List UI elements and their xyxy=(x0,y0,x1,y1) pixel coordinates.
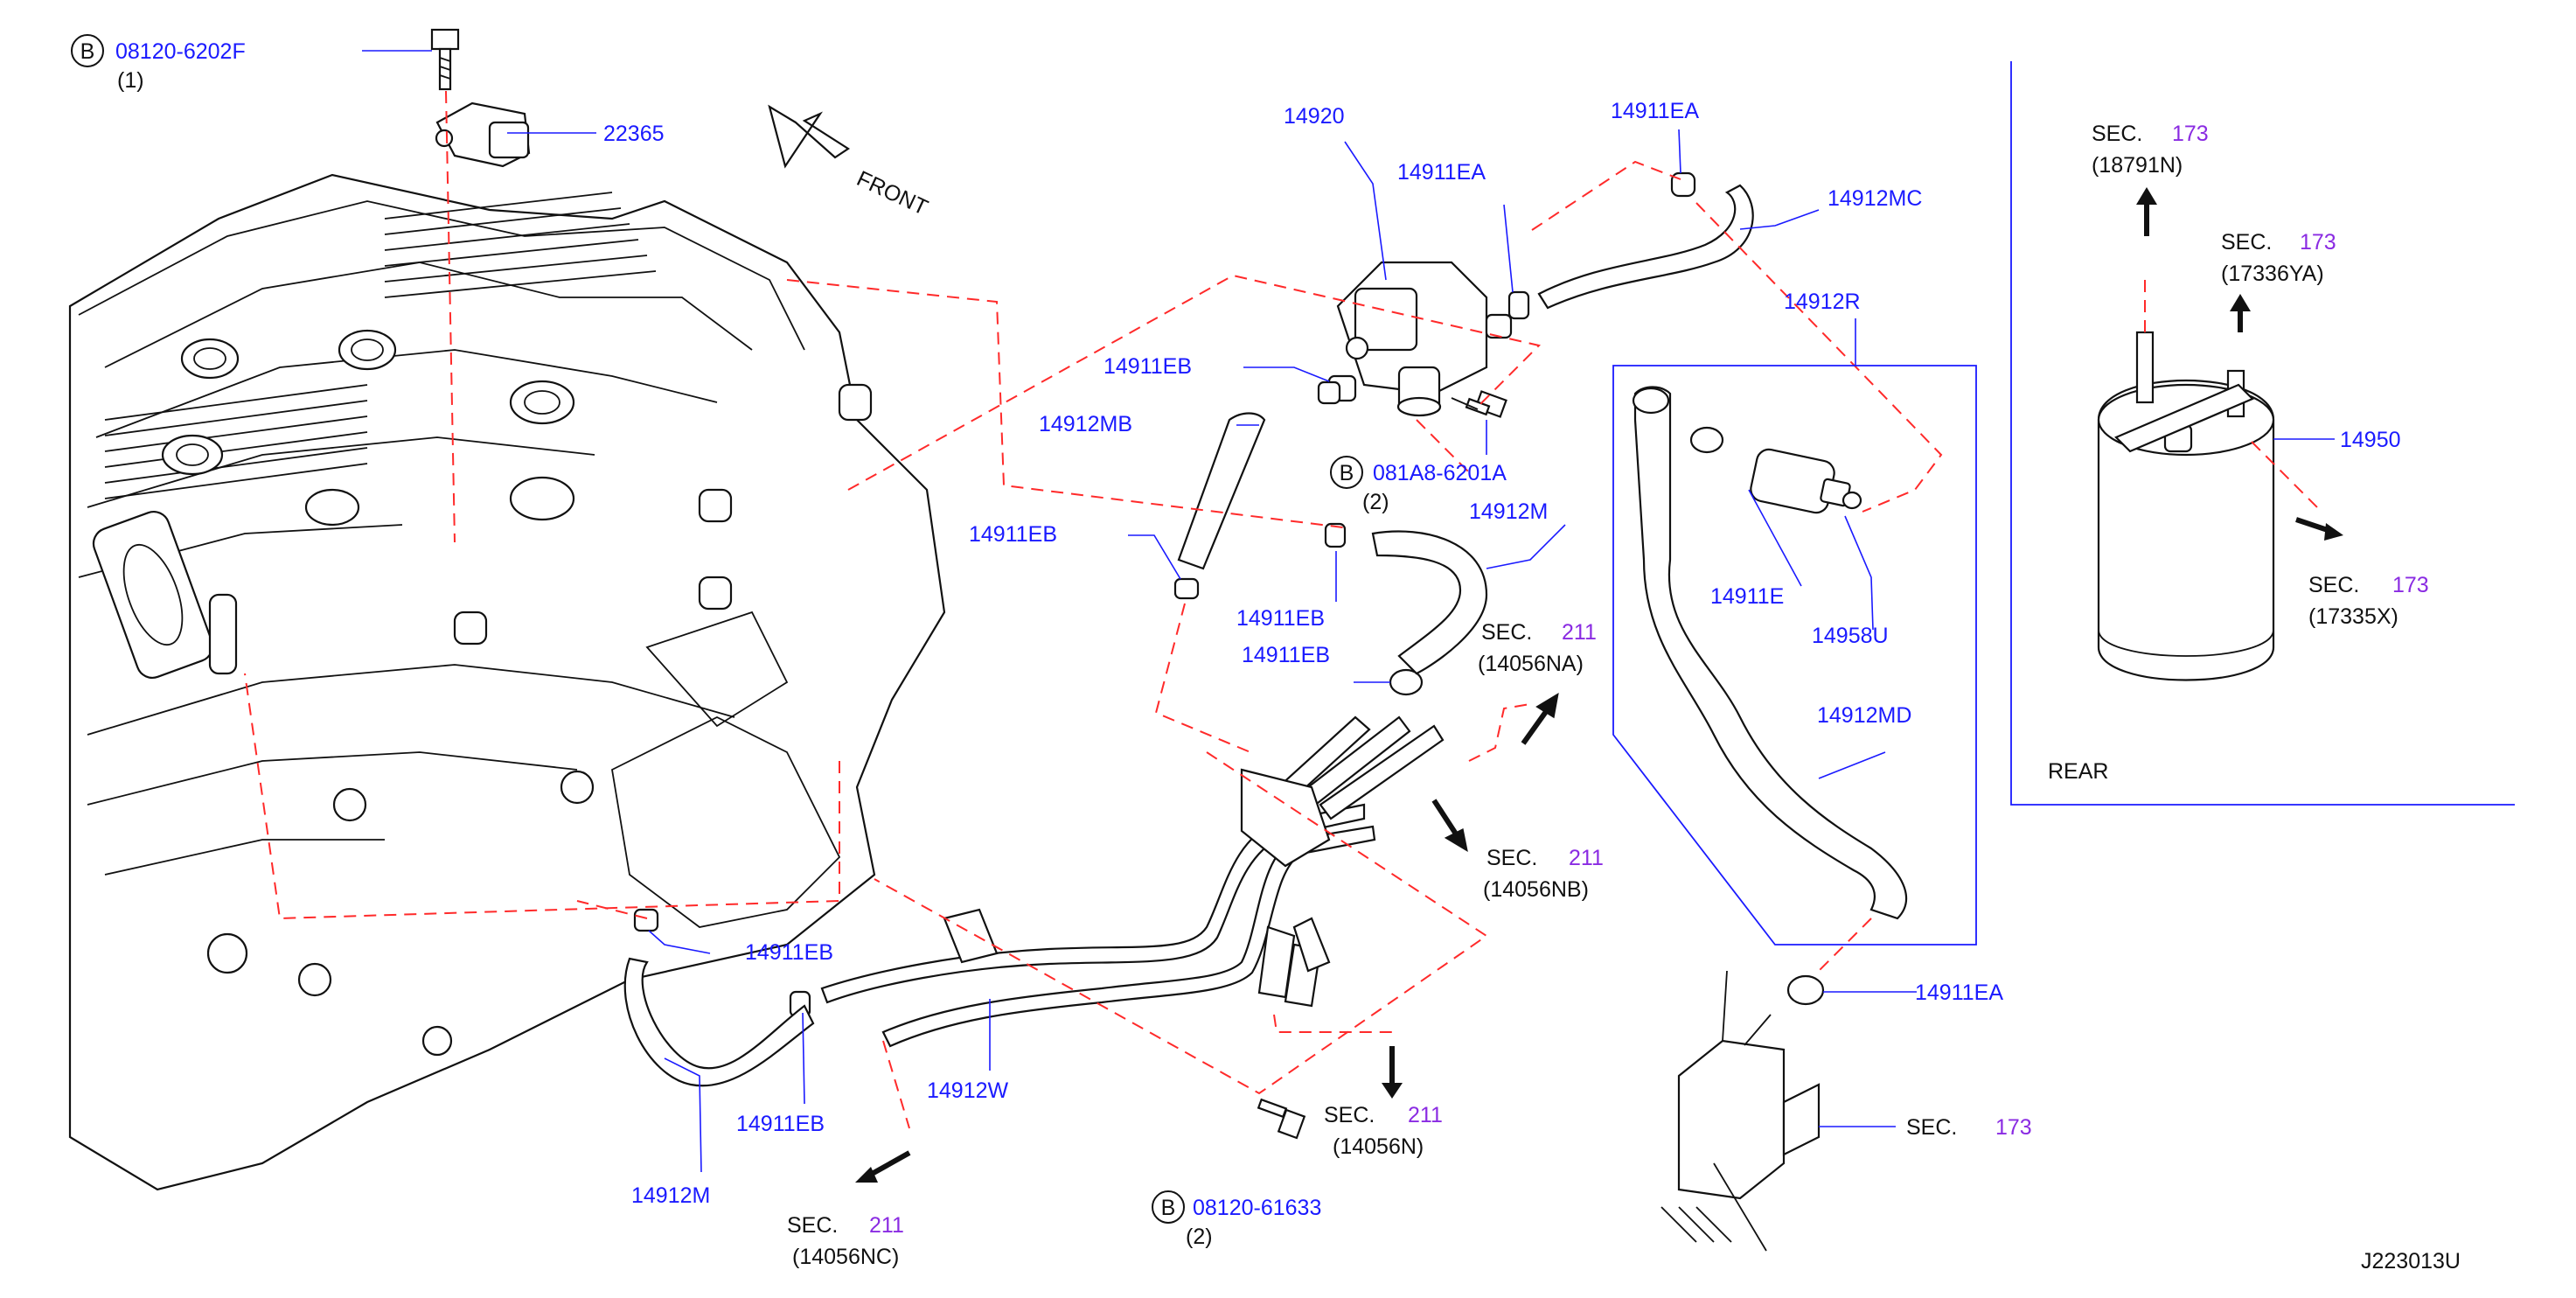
svg-text:173: 173 xyxy=(1995,1115,2032,1140)
svg-text:B: B xyxy=(80,39,95,64)
svg-text:SEC.: SEC. xyxy=(787,1213,838,1238)
diagram-id: J223013U xyxy=(2361,1249,2461,1274)
engine-illustration xyxy=(68,173,946,1191)
hose-part xyxy=(1371,530,1488,675)
qty-label: (2) xyxy=(1186,1225,1213,1249)
part-number-label: 14911E xyxy=(1710,584,1784,609)
part-number-label: 14911EA xyxy=(1915,980,2003,1005)
intake-ribs xyxy=(104,192,657,499)
bolt-part xyxy=(430,28,460,91)
bolt-part xyxy=(1451,390,1507,418)
part-number-label: 14920 xyxy=(1284,104,1345,129)
svg-text:SEC.: SEC. xyxy=(1481,620,1532,645)
part-number-label: 14912MC xyxy=(1828,186,1922,211)
part-number-label: 14911EB xyxy=(1242,643,1330,667)
part-number-label: 14911EB xyxy=(1236,606,1325,631)
hose-part xyxy=(1537,184,1754,310)
hose-part xyxy=(1633,386,1908,920)
part-number-label: 14912MD xyxy=(1817,703,1911,728)
svg-text:SEC.: SEC. xyxy=(2308,573,2359,597)
part-number-label: 14911EB xyxy=(736,1112,825,1136)
svg-text:SEC.: SEC. xyxy=(1906,1115,1957,1140)
part-number-label: 081A8-6201A xyxy=(1373,461,1507,485)
svg-text:SEC.: SEC. xyxy=(2221,230,2272,255)
part-number-label: 14911EB xyxy=(969,522,1057,547)
svg-text:173: 173 xyxy=(2392,573,2429,597)
purge-valve-part xyxy=(1327,261,1513,417)
svg-text:173: 173 xyxy=(2300,230,2336,255)
svg-text:SEC.: SEC. xyxy=(2092,122,2142,146)
svg-text:SEC.: SEC. xyxy=(1486,846,1537,870)
filter-part xyxy=(1750,448,1862,514)
qty-label: (1) xyxy=(117,68,144,93)
canister-part xyxy=(2097,331,2275,681)
svg-text:211: 211 xyxy=(1408,1103,1443,1127)
section-ref-17336ya: SEC. 173 (17336YA) xyxy=(2221,230,2336,286)
svg-text:(18791N): (18791N) xyxy=(2092,153,2183,178)
section-ref-na: SEC. 211 (14056NA) xyxy=(1478,620,1597,676)
part-number-label: 08120-6202F xyxy=(115,39,246,64)
svg-text:211: 211 xyxy=(1569,846,1604,870)
svg-text:(14056N): (14056N) xyxy=(1333,1134,1424,1159)
tube-assembly xyxy=(820,715,1445,1048)
svg-text:(14056NA): (14056NA) xyxy=(1478,652,1584,676)
svg-text:(14056NB): (14056NB) xyxy=(1483,877,1589,902)
bolt-part xyxy=(1257,1098,1306,1140)
svg-text:211: 211 xyxy=(869,1213,904,1238)
section-ref-18791n: SEC. 173 (18791N) xyxy=(2092,122,2209,178)
canister-bracket-part xyxy=(1660,970,1821,1252)
part-number-label: 14912W xyxy=(927,1078,1009,1103)
part-number-label: 08120-61633 xyxy=(1193,1196,1321,1220)
leader-lines xyxy=(362,50,2335,1173)
b-marker: B xyxy=(1152,1190,1185,1224)
part-number-label: 14912R xyxy=(1784,290,1861,314)
hose-detail-box xyxy=(1612,365,1977,946)
part-number-label: 14911EA xyxy=(1611,99,1699,123)
hose-part xyxy=(1177,412,1266,570)
svg-text:B: B xyxy=(1340,461,1354,485)
section-ref-nb: SEC. 211 (14056NB) xyxy=(1483,846,1604,902)
svg-text:(17335X): (17335X) xyxy=(2308,604,2398,629)
svg-text:211: 211 xyxy=(1562,620,1597,645)
direction-arrows xyxy=(768,104,2343,1183)
part-number-label: 14911EB xyxy=(1104,354,1192,379)
qty-label: (2) xyxy=(1362,490,1389,514)
section-ref-n: SEC. 211 (14056N) xyxy=(1324,1103,1443,1159)
part-number-label: 14911EB xyxy=(745,940,833,965)
b-marker: B xyxy=(71,34,104,67)
svg-text:(14056NC): (14056NC) xyxy=(792,1245,899,1269)
svg-text:(17336YA): (17336YA) xyxy=(2221,262,2324,286)
part-number-label: 14912M xyxy=(631,1183,710,1208)
section-ref-17335x: SEC. 173 (17335X) xyxy=(2308,573,2429,629)
rear-section-border xyxy=(2010,61,2515,806)
svg-text:173: 173 xyxy=(2172,122,2209,146)
section-ref-nc: SEC. 211 (14056NC) xyxy=(787,1213,904,1269)
part-number-label: 22365 xyxy=(603,122,665,146)
part-number-label: 14912MB xyxy=(1039,412,1132,436)
part-number-label: 14958U xyxy=(1812,624,1889,648)
part-number-label: 14950 xyxy=(2340,428,2401,452)
part-number-label: 14912M xyxy=(1469,499,1548,524)
svg-text:B: B xyxy=(1161,1196,1176,1220)
section-ref-173: SEC. 173 xyxy=(1906,1115,2032,1140)
part-number-label: 14911EA xyxy=(1397,160,1486,185)
sensor-part xyxy=(435,101,531,168)
hose-part xyxy=(623,957,815,1087)
front-label: FRONT xyxy=(853,166,931,220)
dashed-connections xyxy=(244,90,2318,1129)
rear-label: REAR xyxy=(2048,759,2108,784)
svg-text:SEC.: SEC. xyxy=(1324,1103,1375,1127)
b-marker: B xyxy=(1330,456,1363,489)
